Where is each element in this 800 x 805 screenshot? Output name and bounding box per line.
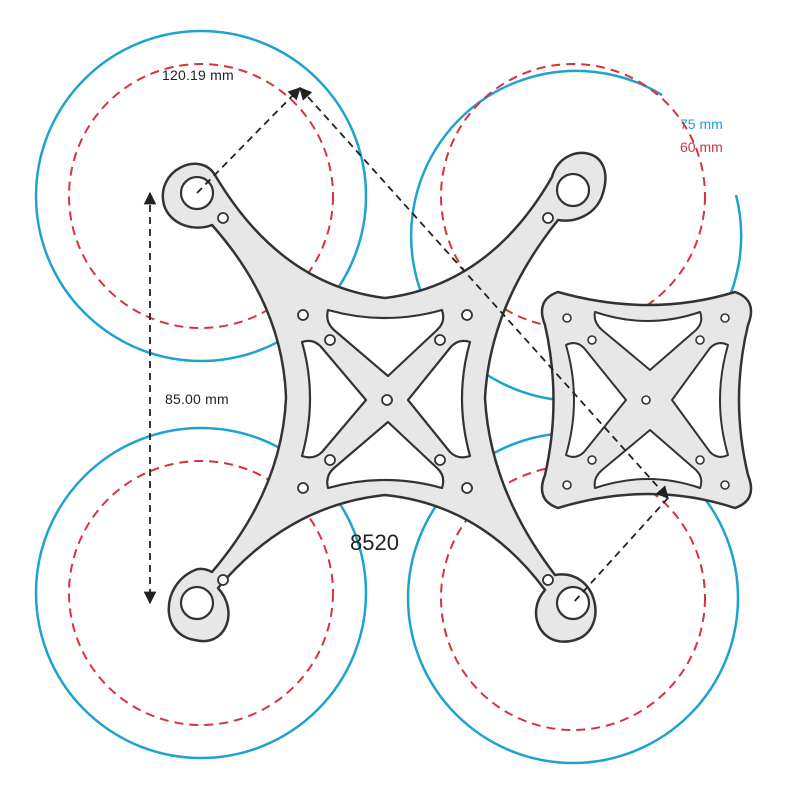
top-plate-hole [720, 313, 730, 323]
motor-hole-bottom-left [179, 585, 215, 621]
frame-model-number: 8520 [350, 530, 399, 555]
mounting-hole [297, 309, 309, 321]
mounting-hole [297, 482, 309, 494]
outer-prop-circle-bottom-left [34, 426, 368, 760]
inner-prop-circle-top-right [440, 63, 706, 329]
top-plate-hole [695, 335, 705, 345]
top-plate-hole [587, 455, 597, 465]
mounting-hole [324, 334, 336, 346]
mounting-hole [324, 454, 336, 466]
top-plate-hole [720, 480, 730, 490]
diagonal-dimension-line [299, 87, 669, 499]
top-plate-hole [641, 395, 651, 405]
mounting-hole [434, 334, 446, 346]
mounting-hole [217, 212, 229, 224]
legend-outer-prop-size: 75 mm [680, 116, 723, 132]
diagonal-leader-bottom-right [572, 497, 669, 604]
mounting-hole [542, 212, 554, 224]
inner-prop-circle-bottom-left [68, 460, 334, 726]
top-plate-hole [695, 455, 705, 465]
top-plate-hole [587, 335, 597, 345]
mounting-hole [461, 482, 473, 494]
top-plate [540, 290, 753, 510]
mounting-hole [434, 454, 446, 466]
diagonal-dimension-label: 120.19 mm [162, 67, 234, 83]
top-plate-hole [562, 313, 572, 323]
motor-hole-top-right [555, 172, 591, 208]
diagonal-leader-short [196, 87, 301, 194]
legend-inner-prop-size: 60 mm [680, 139, 723, 155]
mounting-hole [542, 574, 554, 586]
mounting-hole [461, 309, 473, 321]
top-plate-hole [562, 480, 572, 490]
mounting-hole [381, 394, 393, 406]
top-plate-cutout-right [671, 342, 729, 458]
mounting-hole [217, 574, 229, 586]
dimension-lines [143, 87, 669, 605]
motor-hole-bottom-right [555, 585, 591, 621]
vertical-dimension-label: 85.00 mm [165, 391, 229, 407]
